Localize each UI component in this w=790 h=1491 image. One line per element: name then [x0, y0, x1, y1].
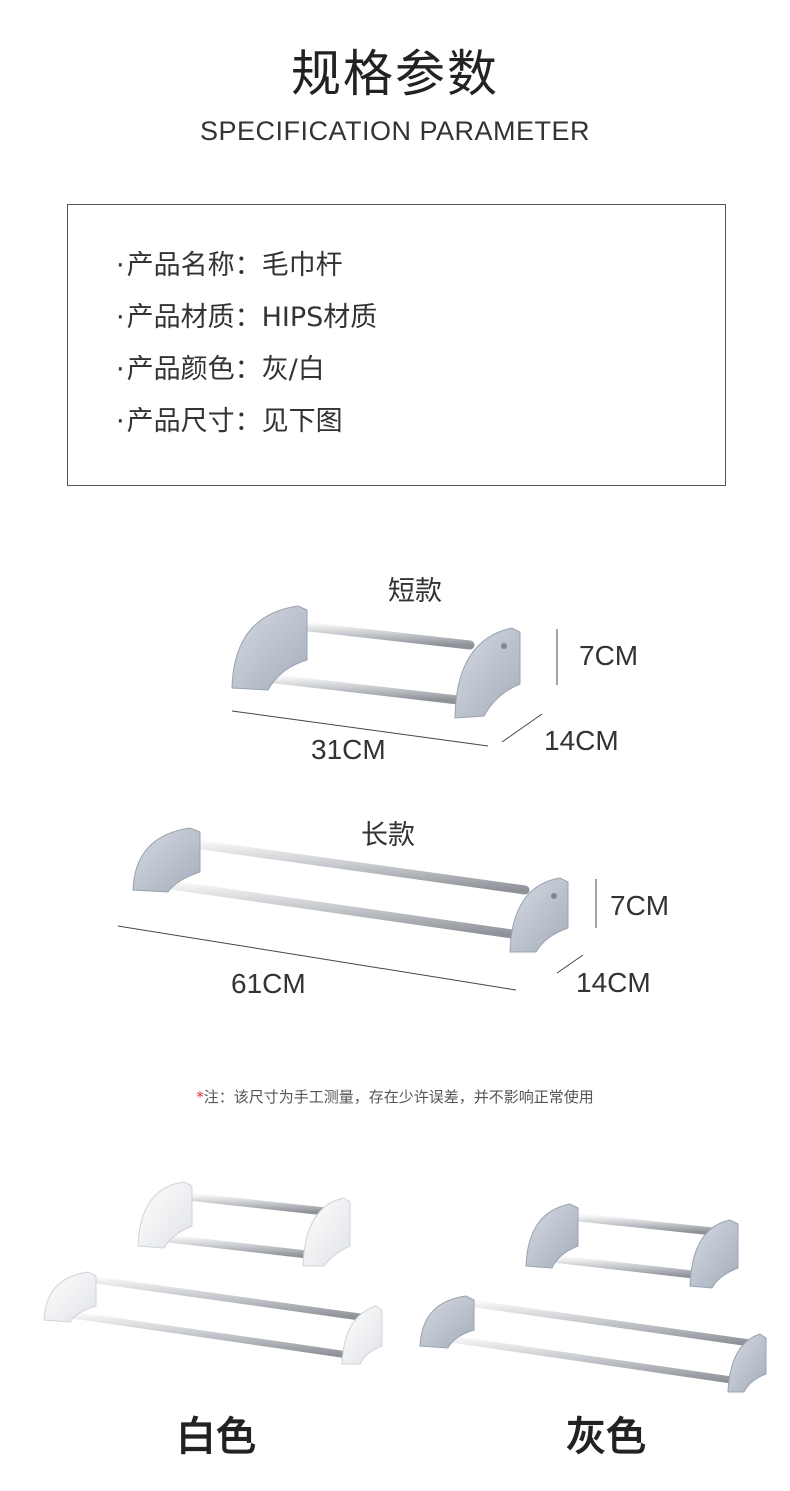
spec-item-material: ·产品材质：HIPS材质 — [116, 295, 377, 334]
gray-color-label: 灰色 — [566, 1414, 646, 1460]
white-long-towel-bar — [43, 1271, 383, 1365]
short-model-label: 短款 — [388, 576, 442, 607]
long-length-line — [117, 925, 517, 991]
long-depth-label: 14CM — [576, 967, 651, 998]
spec-value: 毛巾杆 — [261, 250, 343, 281]
spec-bullet: · — [116, 354, 125, 385]
page-title: 规格参数 — [291, 45, 499, 103]
spec-label: 产品名称： — [126, 250, 262, 281]
spec-box: ·产品名称：毛巾杆 ·产品材质：HIPS材质 ·产品颜色：灰/白 ·产品尺寸：见… — [67, 204, 726, 486]
long-model-label: 长款 — [361, 820, 415, 851]
note-star: * — [196, 1088, 204, 1106]
spec-bullet: · — [116, 250, 125, 281]
spec-item-color: ·产品颜色：灰/白 — [116, 347, 325, 386]
white-short-towel-bar — [137, 1181, 351, 1267]
note-text: 注：该尺寸为手工测量，存在少许误差，并不影响正常使用 — [203, 1088, 594, 1106]
spec-bullet: · — [116, 302, 125, 333]
short-length-label: 31CM — [311, 734, 386, 765]
spec-item-size: ·产品尺寸：见下图 — [116, 399, 343, 438]
long-depth-line — [556, 954, 584, 974]
spec-label: 产品颜色： — [126, 354, 262, 385]
long-length-label: 61CM — [231, 968, 306, 999]
short-length-line — [231, 710, 489, 747]
measurement-note: *注：该尺寸为手工测量，存在少许误差，并不影响正常使用 — [0, 1086, 790, 1107]
page-subtitle: SPECIFICATION PARAMETER — [199, 116, 591, 146]
short-depth-line — [501, 713, 543, 743]
spec-value: HIPS材质 — [261, 302, 378, 333]
spec-label: 产品材质： — [126, 302, 262, 333]
gray-long-towel-bar — [419, 1295, 767, 1393]
spec-value: 见下图 — [261, 406, 343, 437]
white-color-label: 白色 — [176, 1414, 256, 1460]
spec-item-name: ·产品名称：毛巾杆 — [116, 243, 343, 282]
short-towel-bar — [231, 605, 521, 719]
gray-short-towel-bar — [525, 1203, 739, 1289]
short-height-label: 7CM — [579, 640, 639, 671]
short-depth-label: 14CM — [544, 725, 619, 756]
long-towel-bar — [132, 827, 569, 953]
spec-label: 产品尺寸： — [126, 406, 262, 437]
spec-bullet: · — [116, 406, 125, 437]
spec-value: 灰/白 — [261, 354, 325, 385]
long-height-label: 7CM — [610, 890, 670, 921]
